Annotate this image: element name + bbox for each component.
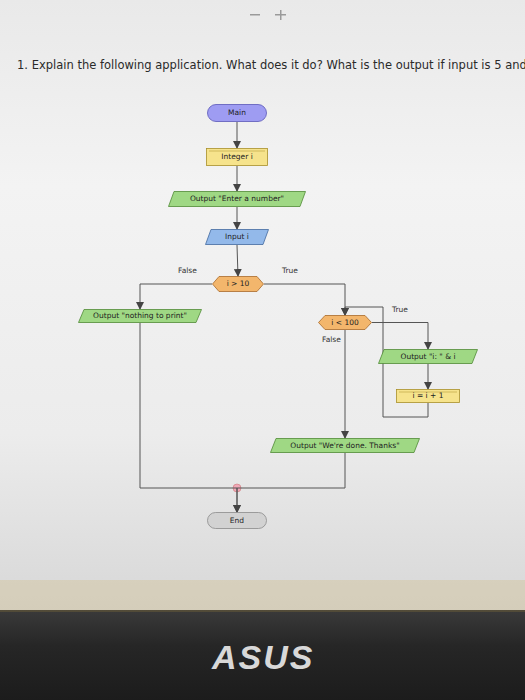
output-box: Output "We're done. Thanks" [270, 438, 420, 453]
decision-box: i > 10 [212, 276, 264, 292]
outline-shape [379, 350, 478, 364]
flow-arrow [237, 207, 238, 229]
declare-box: Integer i [206, 148, 268, 166]
start-terminal: Main [207, 104, 267, 122]
outline-shape [206, 230, 269, 245]
node-text: i > 10 [227, 280, 250, 288]
node-text: Integer i [221, 153, 252, 161]
node-text: Output "nothing to print" [93, 312, 187, 320]
outline-detail [209, 151, 265, 152]
screen-glare [0, 580, 525, 612]
branch-label: False [178, 266, 197, 275]
outline-shape [397, 390, 460, 403]
input-box: Input i [205, 229, 269, 245]
toolbar-mark [275, 14, 286, 16]
outline-shape [319, 316, 372, 330]
node-text: Input i [225, 233, 249, 241]
flow-arrow [237, 453, 345, 512]
node-text: Output "Enter a number" [190, 195, 284, 203]
outline-shape [79, 310, 202, 323]
branch-label: False [322, 335, 341, 344]
outline-shape [213, 277, 264, 292]
node-text: Main [228, 109, 246, 117]
node-text: Output "We're done. Thanks" [290, 442, 399, 450]
flow-arrow [140, 284, 212, 309]
flow-arrow [140, 323, 237, 512]
flow-arrow [372, 323, 428, 350]
branch-label: True [282, 266, 298, 275]
flow-arrow [345, 330, 346, 438]
outline-shape [169, 192, 306, 207]
node-text: Output "i: " & i [400, 353, 455, 361]
output-box: Output "i: " & i [378, 349, 478, 364]
decision-box: i < 100 [318, 315, 372, 330]
output-box: Output "nothing to print" [78, 309, 202, 323]
brand-logo: ASUS [212, 638, 314, 677]
flow-arrow [264, 284, 345, 315]
node-text: i = i + 1 [412, 392, 443, 400]
output-box: Output "Enter a number" [168, 191, 306, 207]
question-title: 1. Explain the following application. Wh… [17, 58, 525, 72]
node-text: i < 100 [331, 319, 358, 327]
flow-arrow [237, 122, 238, 148]
outline-shape [208, 105, 267, 122]
toolbar-mark [250, 14, 260, 16]
flow-arrow [237, 166, 238, 191]
outline-shape [207, 149, 268, 166]
assign-box: i = i + 1 [396, 389, 460, 403]
branch-label: True [392, 305, 408, 314]
outline-shape [271, 439, 420, 453]
outline-shape [208, 513, 267, 529]
flow-arrow [428, 364, 429, 389]
end-terminal: End [207, 512, 267, 529]
flow-arrow [237, 245, 238, 276]
node-text: End [230, 517, 244, 525]
